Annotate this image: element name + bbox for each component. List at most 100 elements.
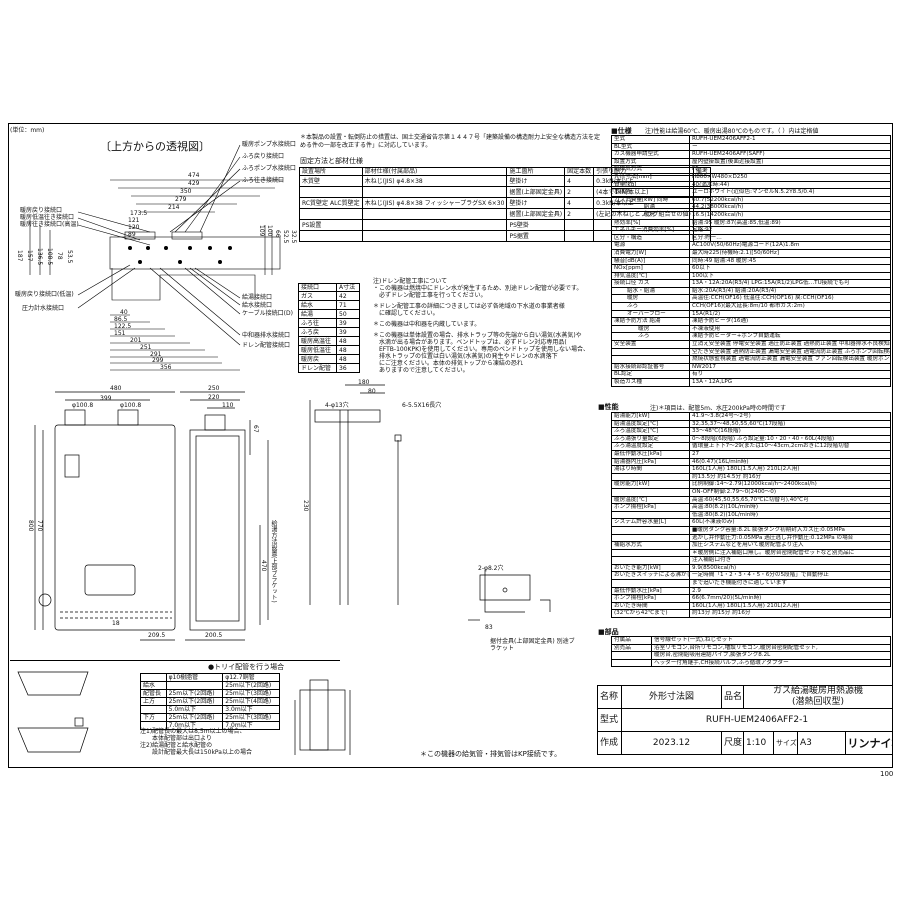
row-value: 凍結予防ヒータ(16通) xyxy=(689,317,891,326)
table-row: システム許容水量[L]60L(不凍液のみ) xyxy=(611,518,891,527)
row-value: FF xyxy=(689,165,891,174)
table-row: 熱効率[%]給湯:95 暖房:87(高温:85,低温:89) xyxy=(611,218,891,228)
row-label: おいだき時間 xyxy=(611,601,690,611)
row-value: 注入補給口付き xyxy=(689,556,891,565)
row-label xyxy=(611,548,690,558)
row-label: 熱効率[%] xyxy=(611,218,690,228)
row-label: ガス消費量[kW] 同時 xyxy=(611,195,690,205)
row-value: 高温:80(8.2)(10L/min時) xyxy=(689,503,891,512)
table-row: ふろ温度設定[℃]33〜48℃(16段階) xyxy=(611,427,891,436)
table-row: 排気温度[℃]100以下 xyxy=(611,271,891,281)
dim-text: 299 xyxy=(152,357,164,364)
table-row: 外形寸法[mm]H800×W480×D250 xyxy=(611,172,891,182)
scale-value: 1:10 xyxy=(743,731,774,755)
table-cell: 25m以下(2回路) xyxy=(165,713,224,722)
row-value: 32,35,37〜48,50,55,60℃(17段階) xyxy=(689,419,891,429)
made-label: 作成 xyxy=(597,731,622,755)
row-label: 給湯器内圧[kPa] xyxy=(611,457,690,467)
dim-text: 89 xyxy=(128,231,136,238)
row-value: 同時:49 給湯:48 暖房:45 xyxy=(689,256,891,266)
dim-text: 480 xyxy=(110,385,122,392)
table-row: 安全装置立消え安全装置 停電安全装置 過圧防止装置 過熱防止装置 中和器排水不良… xyxy=(611,340,891,349)
row-label: 質量[kg] xyxy=(611,180,690,190)
table-row: BL認定有り xyxy=(611,370,891,379)
performance-table: 給湯能力[kW]41.9〜3.8(24号〜2号)給湯温度設定[℃]32,35,3… xyxy=(611,412,891,619)
table-cell: ドレン配管 xyxy=(297,363,338,373)
row-label: 補給水方式 xyxy=(611,541,690,550)
dim-text: 2-φ8.2穴 xyxy=(478,565,504,572)
table-row: 暖房台,密閉給吸用連結パイプ,膨張タンク8.2L xyxy=(611,651,891,660)
connection-label: 暖房戻り接続口(低温) xyxy=(15,291,74,298)
row-value: 44.2(38000kcal/h) xyxy=(689,203,891,212)
dim-text: 100 xyxy=(266,225,273,237)
table-cell xyxy=(165,681,224,690)
row-label: オーバーフロー xyxy=(611,309,690,319)
table-row: ポンプ揚程[kPa]66(6.7mm/20)(5L/min時) xyxy=(611,594,891,603)
trap-pipe-title: ●トリイ配管を行う場合 xyxy=(208,663,285,671)
table-row: エネルギー消費効率[%]定格:92 xyxy=(611,226,891,235)
table-cell: 給水 xyxy=(140,681,167,690)
table-row: 空だき安全装置 過熱防止装置 漏電安全装置 過電流防止装置 ふろポンプ回転検出装… xyxy=(611,347,891,357)
table-row: 給湯能力[kW]41.9〜3.8(24号〜2号) xyxy=(611,412,891,421)
dim-text: 356 xyxy=(160,364,172,371)
row-value: 40(満水時:44) xyxy=(689,180,891,190)
drawing-sheet xyxy=(8,123,893,768)
dim-text: 151 xyxy=(114,330,126,337)
title-row: 作成 2023.12 尺度 1:10 サイズ A3 リンナイ株式会社 xyxy=(597,731,893,755)
connection-label: 暖房往き接続口(高温) xyxy=(20,221,79,228)
row-value: ON-OFF制御:2.79〜0(2400〜0) xyxy=(689,487,891,497)
dim-text: 109 xyxy=(258,225,265,237)
row-label: ふろ xyxy=(611,302,690,311)
row-value: 27 xyxy=(689,449,891,459)
table-row: 凍結予防方法 給湯凍結予防ヒータ(16通) xyxy=(611,317,891,326)
table-cell xyxy=(564,230,595,242)
title-block: 名称 外形寸法図 品名 ガス給湯暖房用熱源機 (潜熱回収型) 型式 RUFH-U… xyxy=(597,685,893,755)
note-line: にご注意ください。本体の排気トップから凍結の恐れ xyxy=(373,360,523,367)
connection-label: 圧力計水接続口 xyxy=(22,305,65,312)
row-value: 約13.5分 約14.5分 約16分 xyxy=(689,472,891,482)
table-cell: 7.0m以下 xyxy=(222,721,280,730)
row-value: ー xyxy=(689,142,891,152)
row-value: 給水:20A(R3/4) 給湯:20A(R3/4) xyxy=(689,286,891,296)
table-row: (32℃から42℃まで)約13分 約15分 約16分 xyxy=(611,609,891,619)
row-label xyxy=(611,658,652,668)
dim-text: 78 xyxy=(56,252,63,260)
dim-text: 200.5 xyxy=(205,632,223,639)
row-label: 給排気方式 xyxy=(611,165,690,174)
dim-text: 214 xyxy=(168,204,180,211)
model-label: 型式 xyxy=(597,708,622,732)
table-cell: 25m以下(4回路) xyxy=(222,697,280,706)
row-label: 給水・給湯 xyxy=(611,286,690,296)
row-value: 33〜48℃(16段階) xyxy=(689,427,891,436)
dim-text: 83 xyxy=(485,624,493,631)
table-row: 最低作動水圧[kPa]27 xyxy=(611,449,891,459)
row-label: 設置方式 xyxy=(611,157,690,167)
row-value: 0〜8段階(6段階) ふろ設定量:10・20・40・60L(4段階) xyxy=(689,434,891,444)
pipe-notes: 注1)配管長の最大は8,5m以上の場合、 本体配管部は出口より 注2)給湯配管と… xyxy=(140,728,252,756)
dim-text: 291 xyxy=(150,351,162,358)
row-label: 湯はり時間 xyxy=(611,465,690,474)
page-number: 100 xyxy=(880,770,894,778)
row-value: H800×W480×D250 xyxy=(689,172,891,182)
connection-label: 暖房戻り接続口 xyxy=(20,207,63,214)
row-value: 給湯:95 暖房:87(高温:85,低温:89) xyxy=(689,218,891,228)
side-view-label: 給湯方法設置(上部ブラケット) xyxy=(270,520,277,603)
table-row: ON-OFF制御:2.79〜0(2400〜0) xyxy=(611,487,891,497)
table-row: 付属品信号線セット(一式),ねじセット xyxy=(611,636,891,645)
install-note: ＊本製品の設置・転倒防止の措置は、国土交通省告示第１４４７号「建築設備の構造耐力… xyxy=(300,134,601,149)
row-label: 区分・構造 xyxy=(611,233,690,243)
note-line: 水滴が出る場合があります。ベンドトップは、必ずドレン対応専用品( xyxy=(373,339,567,346)
connection-label: 給水接続口 xyxy=(242,302,273,309)
table-row: 逃がし弁作動圧力:0.05MPa 過圧逃し弁作動圧:0.12MPa の場合 xyxy=(611,533,891,543)
row-value: 9.9(8500kcal/h) xyxy=(689,563,891,573)
table-row: 暖房温度[℃]高温:60(45,50,55,65,70℃に切替可),40℃可 xyxy=(611,495,891,505)
row-label: ふろ湯張り量設定 xyxy=(611,434,690,444)
row-value: 屋内壁掛設置(後面近接設置) xyxy=(689,157,891,167)
row-label: 給水接続部認証番号 xyxy=(611,362,690,372)
row-value: 不凍液使用 xyxy=(689,324,891,334)
row-value: 16.5(14200kcal/h) xyxy=(689,210,891,220)
